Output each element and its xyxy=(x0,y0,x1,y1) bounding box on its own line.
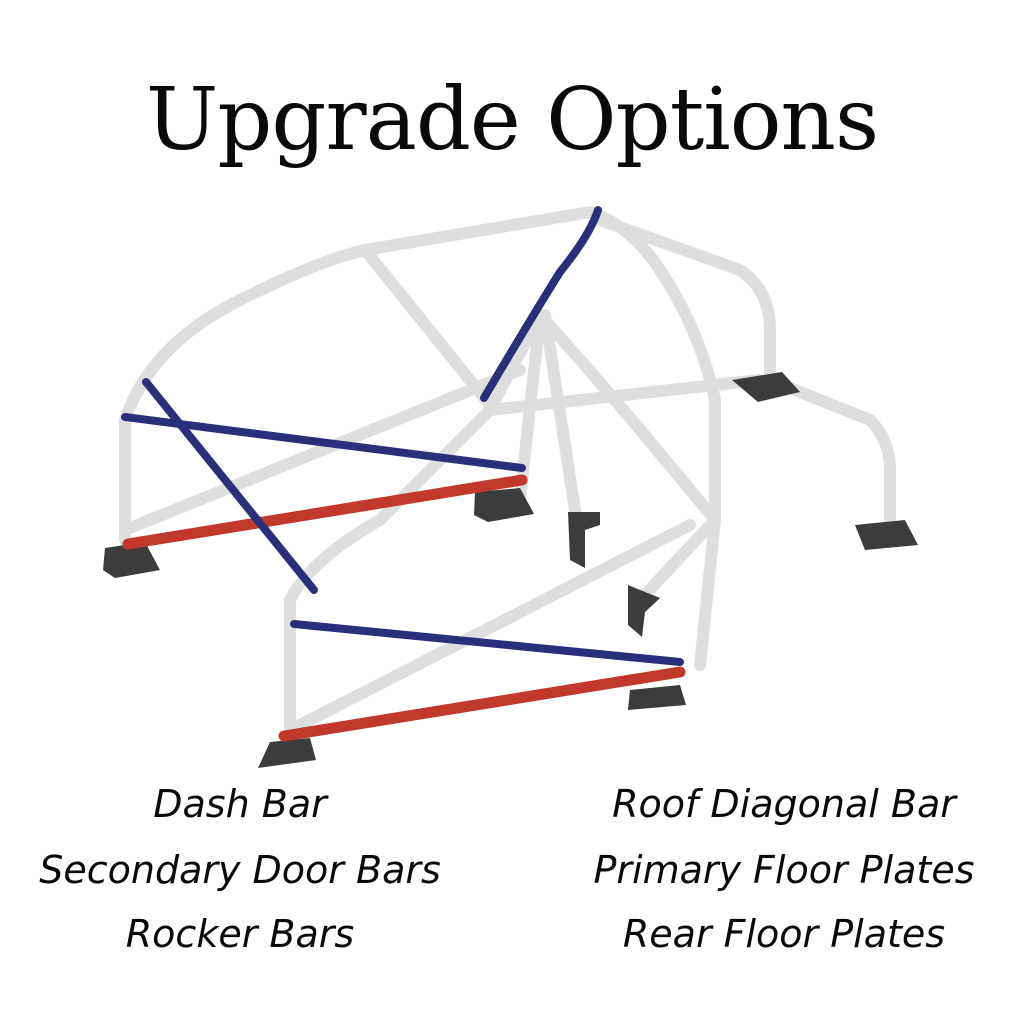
bracket-plate-1 xyxy=(568,512,600,568)
main-hoop xyxy=(119,206,721,671)
option-dash-bar: Dash Bar xyxy=(153,782,327,826)
floor-plates xyxy=(103,372,918,768)
door-bar-upper xyxy=(121,413,526,472)
rear-roof-rail xyxy=(594,214,776,386)
dash-bar xyxy=(142,378,318,594)
option-rocker-bars: Rocker Bars xyxy=(125,912,355,956)
option-roof-diagonal-bar: Roof Diagonal Bar xyxy=(612,782,956,826)
roof-diagonal-bar xyxy=(480,206,602,402)
side-lower-brace xyxy=(119,364,526,536)
side-roof-rail xyxy=(359,244,496,411)
floor-plate-rear-left xyxy=(732,372,800,402)
page-title: Upgrade Options xyxy=(145,70,879,170)
floor-plate-front-hoop-right xyxy=(628,685,686,710)
rocker-bar-right xyxy=(278,666,686,742)
option-primary-floor-plates: Primary Floor Plates xyxy=(593,848,975,892)
floor-plate-rear-right xyxy=(855,520,918,550)
front-lower-brace xyxy=(294,519,696,731)
option-rear-floor-plates: Rear Floor Plates xyxy=(622,912,946,956)
floor-plate-front-left xyxy=(103,542,160,578)
option-secondary-door-bars: Secondary Door Bars xyxy=(39,848,441,892)
existing-cage-frame xyxy=(119,206,896,741)
lower-rear-rail xyxy=(484,374,766,416)
bracket-plate-2 xyxy=(628,585,660,637)
rocker-bar-left xyxy=(122,474,528,550)
rear-vertical xyxy=(634,514,721,606)
floor-plate-front-right xyxy=(474,488,534,522)
a-pillar-inner xyxy=(539,309,581,516)
door-bar-lower xyxy=(290,620,684,666)
floor-plate-front-hoop-left xyxy=(258,738,316,768)
rear-stay xyxy=(764,374,896,531)
